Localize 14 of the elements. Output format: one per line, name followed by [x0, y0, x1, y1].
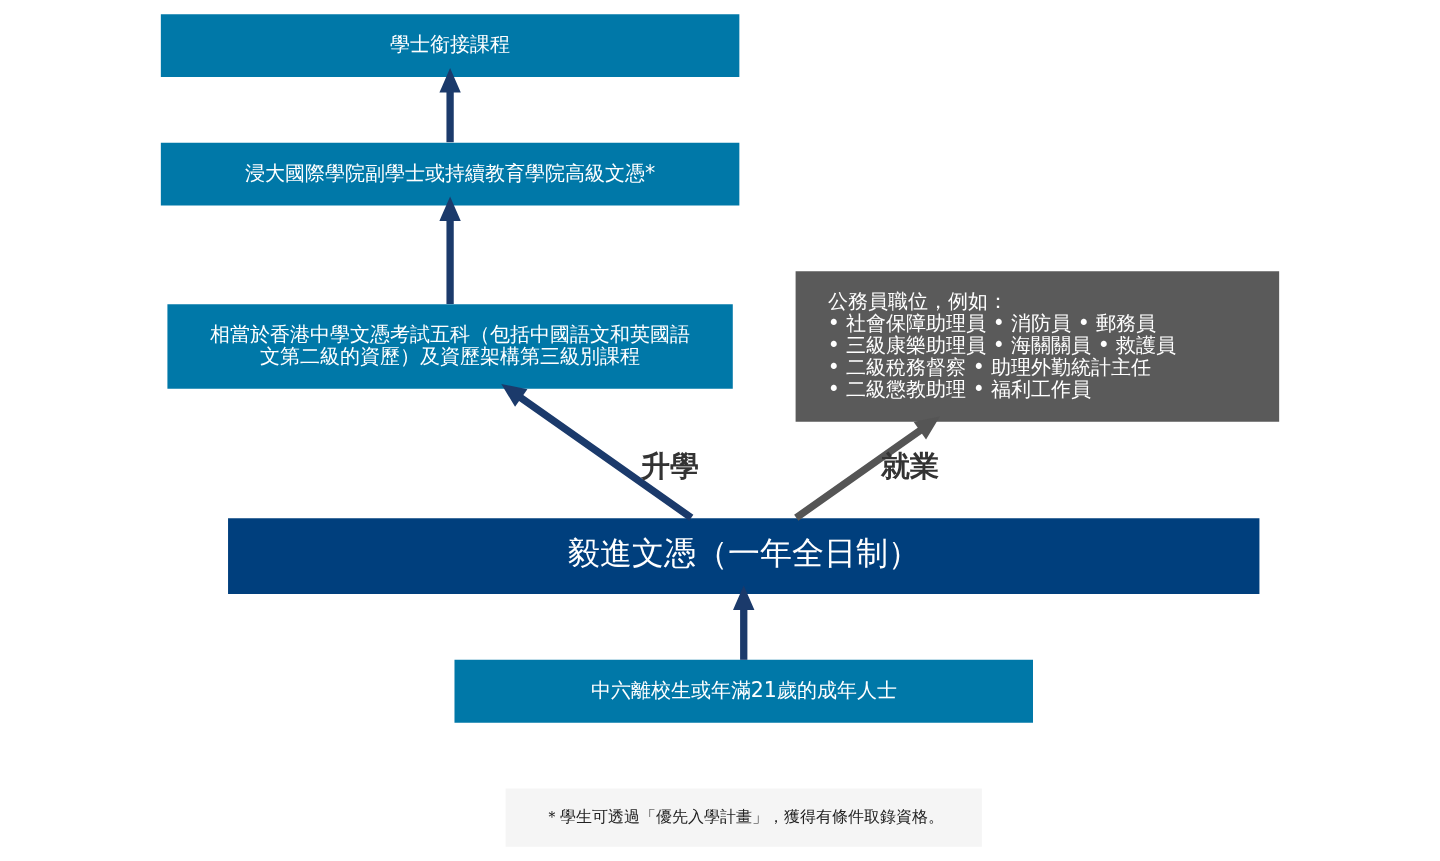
node-box: 毅進文憑（一年全日制）: [228, 518, 1260, 595]
label: ＊學生可透過「優先入學計畫」，獲得有條件取錄資格。: [543, 806, 944, 826]
arrow: [794, 416, 940, 521]
arrow: [439, 68, 461, 143]
edge-label: 就業: [881, 448, 940, 483]
node-box: 浸大國際學院副學士或持續教育學院高級文憑*: [160, 142, 740, 206]
node-box: 中六離校生或年滿21歲的成年人士: [454, 659, 1033, 723]
node-box: 相當於香港中學文憑考試五科（包括中國語文和英國語文第二級的資歷）及資歷架構第三級別課程: [167, 304, 733, 389]
arrow: [439, 196, 461, 304]
node-box: 公務員職位，例如： • 社會保障助理員 • 消防員 • 郵務員 • 三級康樂助理員 • 海關關員 • 救護員 • 二級稅務督察 • 助理外勤統計主任 • 二級懲教助理 • 福利工作員: [795, 271, 1280, 422]
node-box: 學士銜接課程: [160, 14, 740, 77]
edge-label: 升學: [641, 448, 700, 483]
arrow: [501, 383, 694, 521]
arrow: [733, 585, 755, 660]
